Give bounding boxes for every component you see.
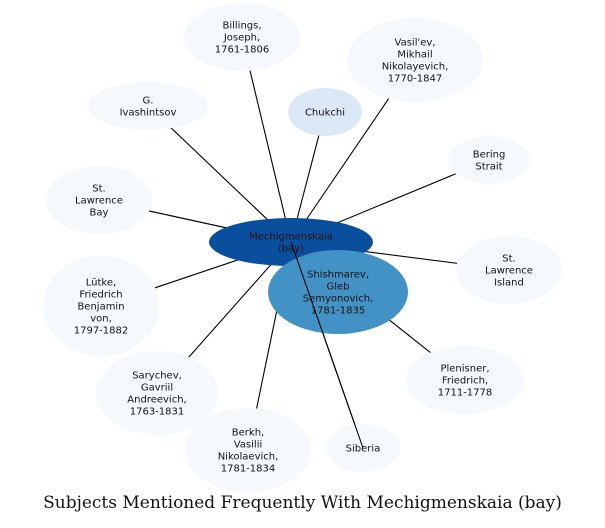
node-plenisner-label-line: Plenisner, (440, 364, 489, 375)
node-st-lawrence-bay-label-line: Lawrence (75, 196, 123, 207)
node-billings-label-line: Billings, (222, 21, 261, 32)
node-vasilev-shape (347, 18, 483, 102)
node-center-label-line: (bay) (278, 244, 304, 255)
node-chukchi-shape (288, 88, 362, 136)
node-sarychev-label-line: Gavriil (141, 383, 173, 394)
node-highlight-label-line: Shishmarev, (307, 270, 369, 281)
node-sarychev-shape (96, 351, 218, 435)
node-st-lawrence-island-label-line: Lawrence (485, 266, 533, 277)
node-plenisner-label-line: 1711-1778 (438, 388, 493, 399)
node-plenisner-shape (406, 346, 524, 414)
nodes: Billings,Joseph,1761-1806Vasil'ev,Mikhai… (43, 3, 562, 492)
node-highlight-label-line: Gleb (326, 282, 349, 293)
node-ivashintsov-label-line: Ivashintsov (120, 108, 177, 119)
node-siberia-label-line: Siberia (346, 444, 381, 455)
node-ivashintsov-label-line: G. (143, 96, 154, 107)
node-berkh-label-line: Berkh, (232, 428, 264, 439)
node-st-lawrence-island-label-line: St. (502, 254, 515, 265)
node-ivashintsov: G.Ivashintsov (88, 82, 208, 130)
node-chukchi: Chukchi (288, 88, 362, 136)
node-billings: Billings,Joseph,1761-1806 (184, 3, 300, 71)
node-vasilev-label-line: Nikolayevich, (382, 62, 449, 73)
edge-billings (241, 36, 292, 243)
node-highlight-label-line: 1781-1835 (311, 306, 366, 317)
node-billings-label-line: Joseph, (223, 33, 260, 44)
node-berkh-label-line: Nikolaevich, (218, 452, 279, 463)
node-sarychev-label-line: 1763-1831 (130, 407, 185, 418)
node-lutke-label-line: Benjamin (77, 302, 124, 313)
node-chukchi-label-line: Chukchi (305, 108, 345, 119)
node-sarychev-label-line: Andreevich, (127, 395, 186, 406)
node-lutke-shape (43, 256, 159, 356)
node-sarychev-label-line: Sarychev, (132, 371, 182, 382)
node-bering-strait-shape (448, 136, 530, 184)
node-st-lawrence-island-label-line: Island (494, 278, 524, 289)
node-bering-strait-label-line: Strait (475, 162, 502, 173)
node-lutke-label-line: 1797-1882 (74, 326, 129, 337)
node-lutke-label-line: Lütke, (86, 278, 116, 289)
node-lutke-label-line: Friedrich (79, 290, 122, 301)
node-vasilev-label-line: 1770-1847 (388, 74, 443, 85)
node-berkh-shape (185, 408, 311, 492)
node-billings-label-line: 1761-1806 (215, 45, 270, 56)
node-highlight-shape (268, 250, 408, 334)
node-berkh-label-line: Vasilii (234, 440, 263, 451)
node-billings-shape (184, 3, 300, 71)
node-ivashintsov-shape (88, 82, 208, 130)
node-lutke-label-line: von, (90, 314, 112, 325)
node-plenisner: Plenisner,Friedrich,1711-1778 (406, 346, 524, 414)
node-bering-strait-label-line: Bering (473, 150, 506, 161)
node-st-lawrence-bay-label-line: St. (92, 184, 105, 195)
node-center-label-line: Mechigmenskaia (249, 232, 333, 243)
node-berkh-label-line: 1781-1834 (221, 464, 276, 475)
node-vasilev-label-line: Vasil'ev, (395, 38, 436, 49)
node-highlight-label-line: Semyonovich, (303, 294, 373, 305)
node-vasilev-label-line: Mikhail (397, 50, 432, 61)
node-st-lawrence-island-shape (456, 236, 562, 304)
diagram-title: Subjects Mentioned Frequently With Mechi… (43, 493, 562, 513)
node-st-lawrence-bay-shape (46, 166, 152, 234)
node-st-lawrence-bay-label-line: Bay (90, 208, 109, 219)
node-plenisner-label-line: Friedrich, (442, 376, 488, 387)
edge-siberia-overlay (290, 241, 364, 449)
